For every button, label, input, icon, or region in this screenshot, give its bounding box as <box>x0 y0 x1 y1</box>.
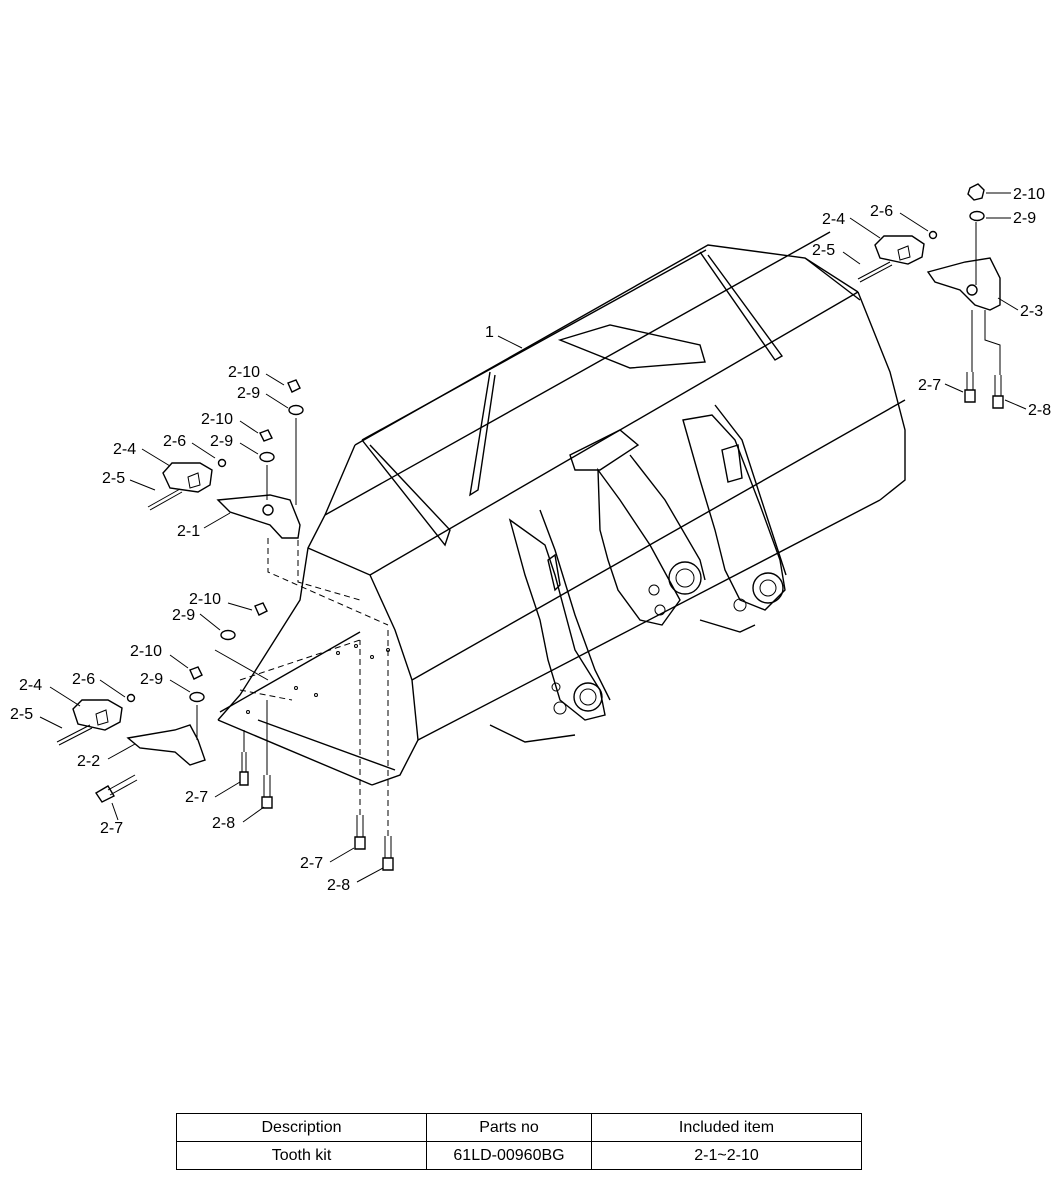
label-2-6: 2-6 <box>163 433 186 450</box>
label-2-3: 2-3 <box>1020 303 1043 320</box>
label-2-6: 2-6 <box>72 671 95 688</box>
label-2-10: 2-10 <box>1013 186 1045 203</box>
upper-left-tooth-assembly <box>147 379 389 626</box>
label-2-4: 2-4 <box>19 677 42 694</box>
cell-description: Tooth kit <box>176 1141 427 1170</box>
label-1: 1 <box>485 324 494 341</box>
label-2-4: 2-4 <box>113 441 136 458</box>
callout-labels: 1 2-10 2-9 2-10 2-9 2-4 2-6 2-5 2-1 2-10… <box>10 186 1051 894</box>
label-2-7: 2-7 <box>100 820 123 837</box>
lug-brackets <box>508 404 787 721</box>
label-2-9: 2-9 <box>140 671 163 688</box>
label-2-5: 2-5 <box>10 706 33 723</box>
label-2-4: 2-4 <box>822 211 845 228</box>
table-row: Tooth kit 61LD-00960BG 2-1~2-10 <box>176 1141 862 1170</box>
label-2-7: 2-7 <box>185 789 208 806</box>
label-2-6: 2-6 <box>870 203 893 220</box>
label-2-7: 2-7 <box>918 377 941 394</box>
label-2-7: 2-7 <box>300 855 323 872</box>
lower-left-tooth-assembly <box>56 602 394 871</box>
label-2-10: 2-10 <box>201 411 233 428</box>
label-2-9: 2-9 <box>1013 210 1036 227</box>
header-included-item: Included item <box>591 1113 862 1142</box>
label-2-2: 2-2 <box>77 753 100 770</box>
label-2-5: 2-5 <box>102 470 125 487</box>
right-tooth-assembly <box>857 183 1004 409</box>
header-parts-no: Parts no <box>426 1113 592 1142</box>
table-header-row: Description Parts no Included item <box>176 1113 862 1142</box>
label-2-9: 2-9 <box>237 385 260 402</box>
leader-lines <box>39 192 1027 883</box>
label-2-10: 2-10 <box>189 591 221 608</box>
parts-table: Description Parts no Included item Tooth… <box>176 1113 862 1170</box>
header-description: Description <box>176 1113 427 1142</box>
label-2-1: 2-1 <box>177 523 200 540</box>
label-2-10: 2-10 <box>228 364 260 381</box>
label-2-9: 2-9 <box>172 607 195 624</box>
label-2-8: 2-8 <box>1028 402 1051 419</box>
label-2-5: 2-5 <box>812 242 835 259</box>
cell-included-item: 2-1~2-10 <box>591 1141 862 1170</box>
label-2-10: 2-10 <box>130 643 162 660</box>
bucket-body <box>217 231 906 786</box>
cell-parts-no: 61LD-00960BG <box>426 1141 592 1170</box>
side-holes <box>246 644 390 714</box>
label-2-8: 2-8 <box>212 815 235 832</box>
label-2-8: 2-8 <box>327 877 350 894</box>
label-2-9: 2-9 <box>210 433 233 450</box>
